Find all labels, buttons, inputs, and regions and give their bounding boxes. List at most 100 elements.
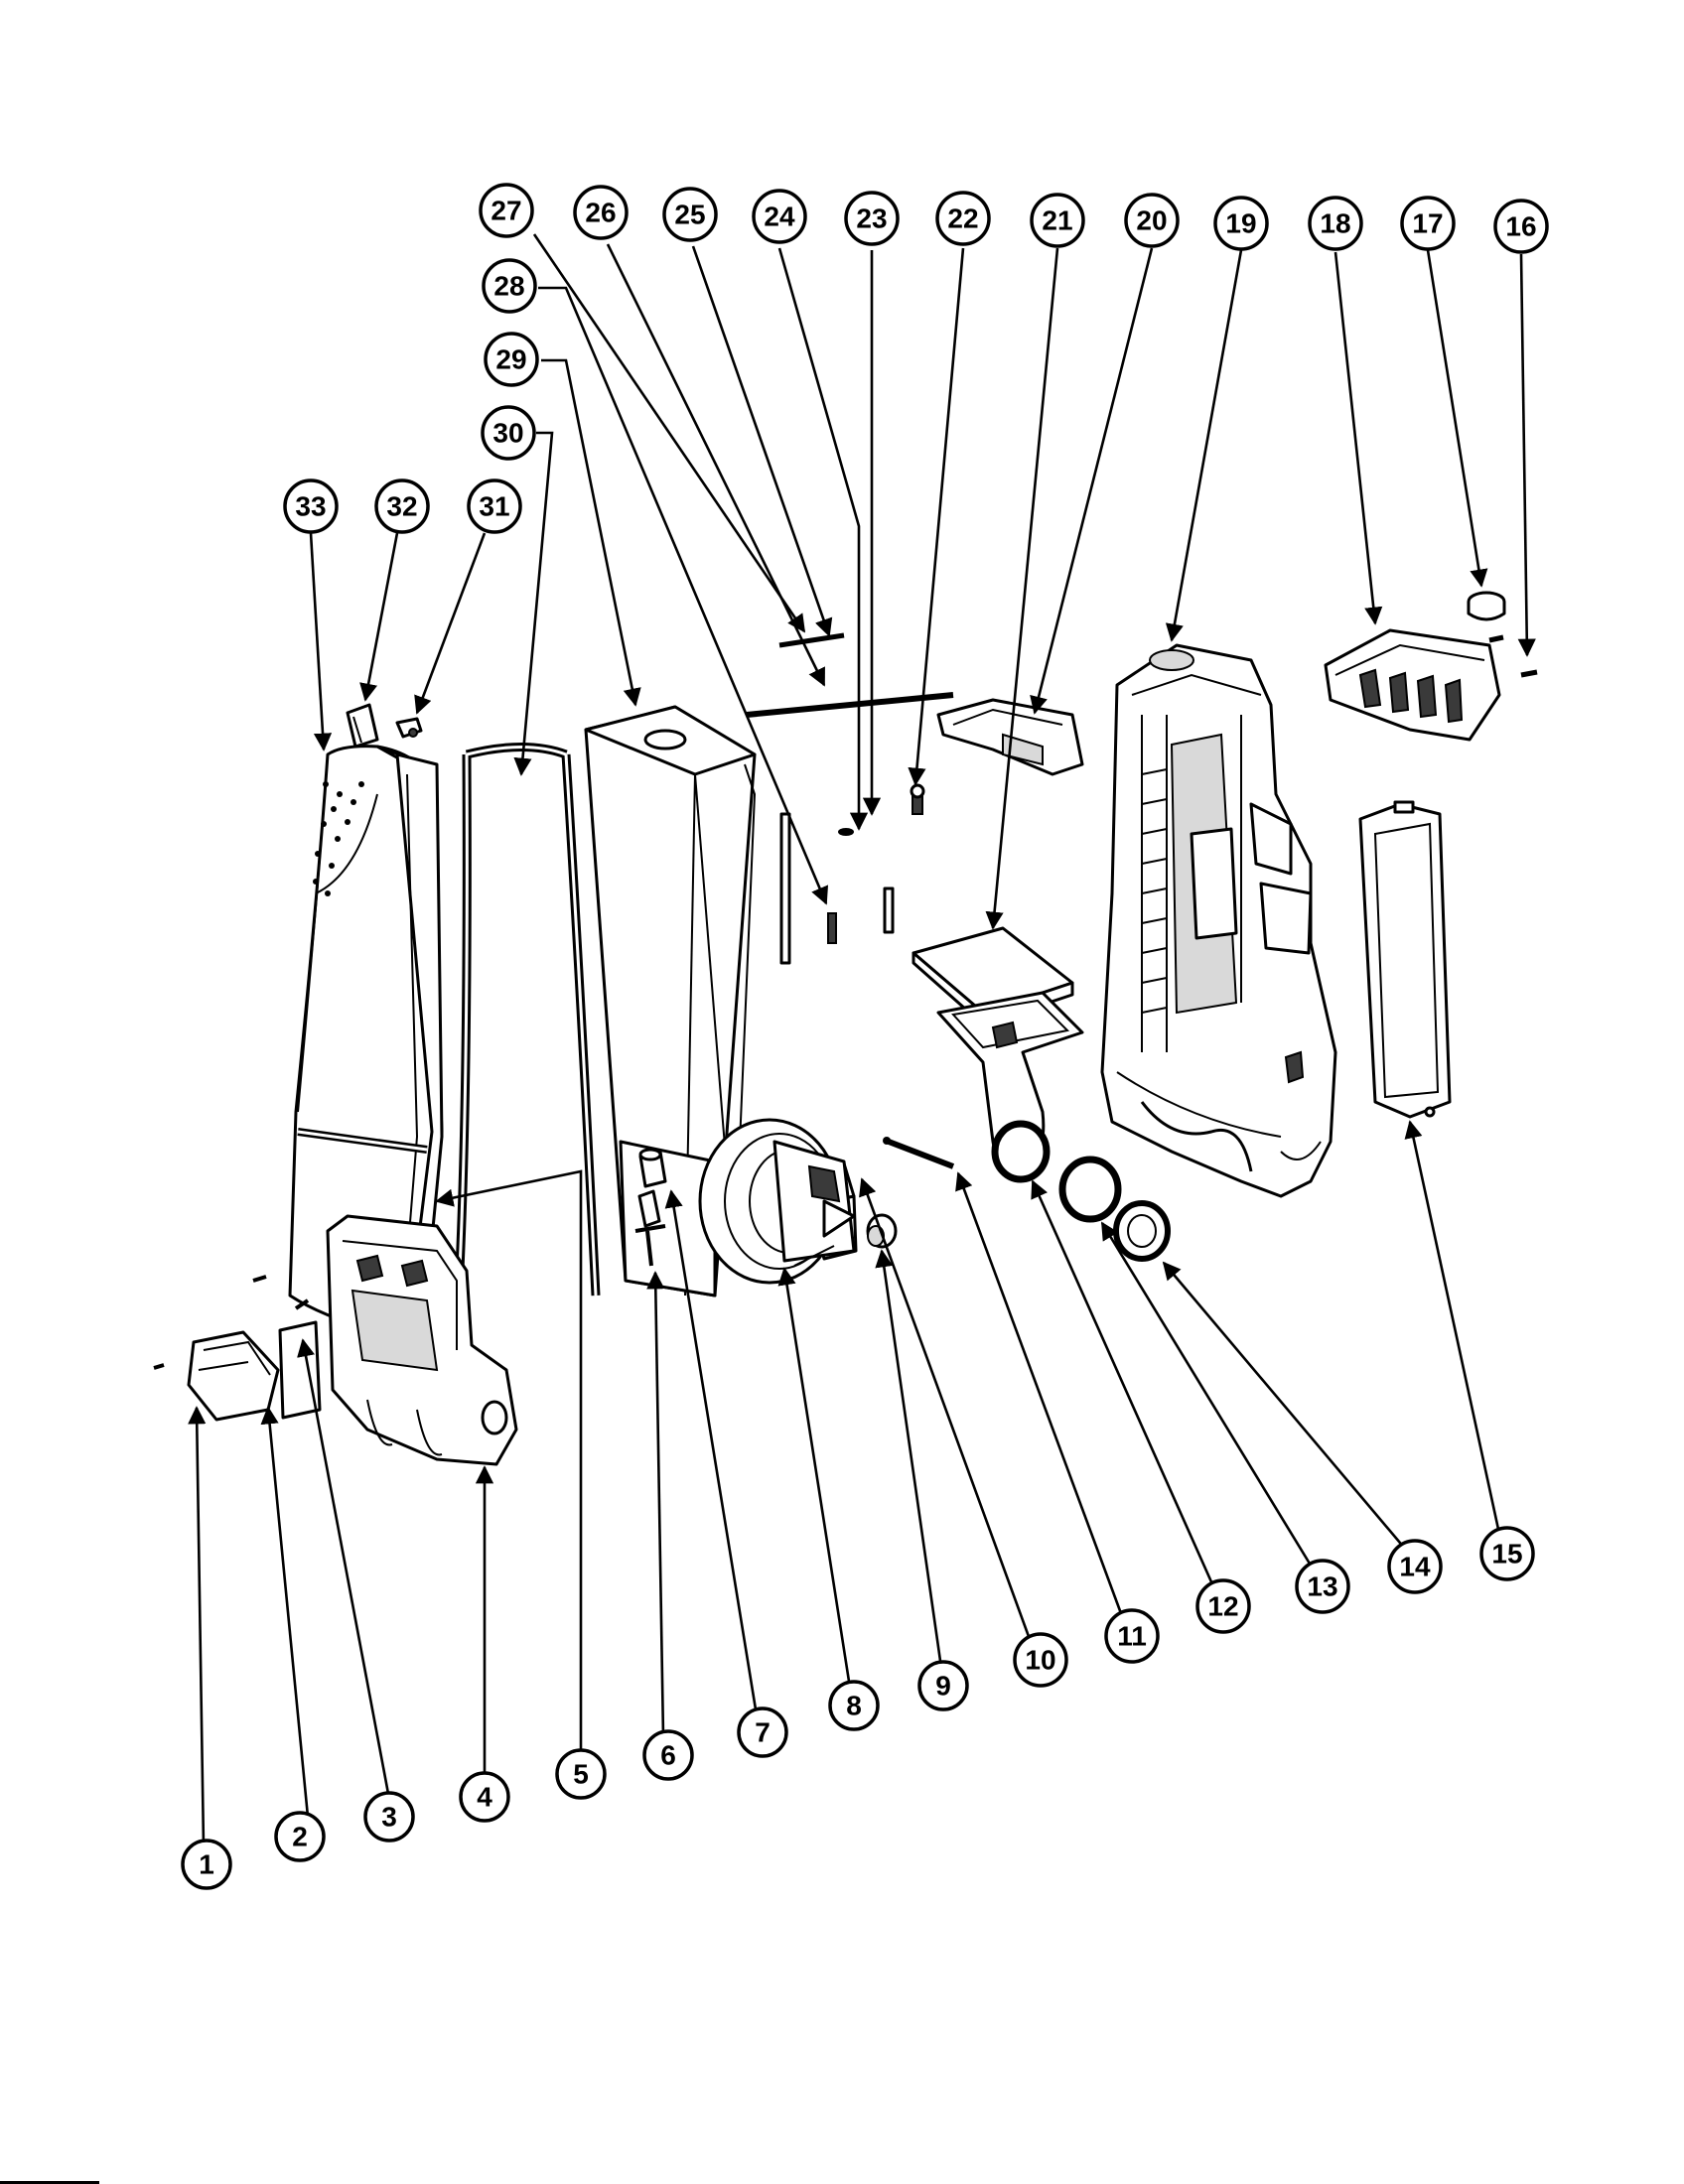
svg-text:20: 20 (1136, 205, 1167, 236)
part-8-motor (698, 1118, 856, 1285)
part-2-pedal (187, 1330, 280, 1422)
leader-17 (1426, 249, 1488, 588)
callout-17: 17 (1400, 196, 1456, 251)
svg-text:26: 26 (585, 198, 616, 228)
svg-text:33: 33 (295, 491, 326, 522)
part-7-cap (638, 1148, 667, 1188)
svg-text:25: 25 (674, 200, 705, 230)
part-15-filter-frame (1358, 800, 1452, 1119)
part-4-base-housing (326, 1214, 518, 1466)
callout-21: 21 (1030, 193, 1085, 248)
part-6-connector (634, 1189, 666, 1267)
part-12-elbow (936, 991, 1084, 1183)
svg-text:3: 3 (381, 1802, 397, 1833)
leader-29 (541, 358, 641, 707)
svg-text:29: 29 (495, 344, 526, 375)
svg-text:21: 21 (1042, 205, 1072, 236)
svg-text:31: 31 (479, 491, 509, 522)
leader-6 (646, 1271, 665, 1738)
callout-31: 31 (467, 478, 522, 534)
callout-29: 29 (484, 332, 539, 387)
leader-25 (691, 245, 833, 637)
callout-13: 13 (1295, 1559, 1350, 1614)
svg-text:28: 28 (493, 271, 524, 302)
leader-13 (1100, 1221, 1315, 1570)
part-31-clip (395, 717, 423, 739)
svg-text:16: 16 (1505, 211, 1536, 242)
leader-10 (859, 1177, 1033, 1643)
callout-30: 30 (481, 405, 536, 461)
leader-5 (435, 1169, 583, 1755)
leader-20 (1030, 247, 1154, 715)
leader-8 (777, 1267, 852, 1689)
part-27-shaft (778, 632, 845, 648)
leader-32 (359, 532, 399, 702)
callout-14: 14 (1387, 1539, 1443, 1594)
svg-text:12: 12 (1207, 1591, 1238, 1622)
callout-27: 27 (479, 183, 534, 238)
leader-28 (538, 286, 829, 905)
svg-text:23: 23 (856, 204, 887, 234)
part-25-shaft (746, 692, 954, 718)
svg-text:11: 11 (1117, 1621, 1147, 1652)
part-18-handle-grip (1324, 628, 1501, 742)
svg-text:15: 15 (1491, 1539, 1522, 1570)
svg-text:2: 2 (292, 1822, 308, 1852)
part-1-pin (153, 1363, 165, 1370)
callout-3: 3 (363, 1791, 415, 1843)
part-14-ring (1113, 1200, 1171, 1262)
leader-2 (260, 1406, 310, 1818)
leader-30 (513, 431, 554, 776)
part-26-rod (779, 812, 791, 965)
svg-text:13: 13 (1307, 1571, 1337, 1602)
svg-text:9: 9 (935, 1671, 951, 1702)
leader-14 (1162, 1261, 1406, 1550)
part-screw-small (252, 1275, 267, 1283)
leader-21 (985, 247, 1059, 930)
leader-12 (1031, 1179, 1215, 1587)
callout-11: 11 (1104, 1608, 1160, 1664)
leader-31 (414, 532, 487, 715)
part-16-pin (1520, 669, 1538, 678)
callout-5: 5 (555, 1748, 607, 1800)
part-24-washer (838, 828, 854, 836)
callout-22: 22 (935, 191, 991, 246)
leader-33 (309, 532, 333, 751)
callout-19: 19 (1213, 196, 1269, 251)
svg-text:4: 4 (477, 1782, 492, 1813)
callout-12: 12 (1195, 1578, 1251, 1634)
leader-16 (1517, 253, 1536, 657)
svg-text:27: 27 (491, 196, 521, 226)
part-19-main-body (1100, 643, 1337, 1198)
svg-text:8: 8 (846, 1691, 862, 1721)
leader-1 (188, 1406, 207, 1847)
callout-16: 16 (1493, 199, 1549, 254)
callout-32: 32 (374, 478, 430, 534)
svg-text:24: 24 (764, 202, 795, 232)
callout-25: 25 (662, 187, 718, 242)
leader-9 (875, 1249, 943, 1669)
svg-text:1: 1 (199, 1849, 214, 1880)
part-drawings (153, 591, 1538, 1466)
callout-2: 2 (274, 1811, 326, 1862)
callout-6: 6 (642, 1729, 694, 1781)
leader-11 (955, 1171, 1124, 1617)
callout-24: 24 (752, 189, 807, 244)
svg-text:6: 6 (660, 1740, 676, 1771)
callout-8: 8 (828, 1680, 880, 1731)
part-32-latch (346, 703, 379, 749)
leader-lines (188, 233, 1536, 1847)
callout-4: 4 (459, 1771, 510, 1823)
leader-27 (532, 233, 806, 633)
svg-text:5: 5 (573, 1759, 589, 1790)
callout-15: 15 (1479, 1526, 1535, 1581)
part-23-pin (883, 887, 895, 934)
part-17-cap (1467, 591, 1506, 643)
callout-33: 33 (283, 478, 339, 534)
part-28-rod (827, 912, 837, 944)
svg-text:30: 30 (492, 418, 523, 449)
leader-7 (664, 1189, 759, 1716)
part-22-screw (910, 783, 925, 815)
leader-24 (777, 247, 869, 831)
